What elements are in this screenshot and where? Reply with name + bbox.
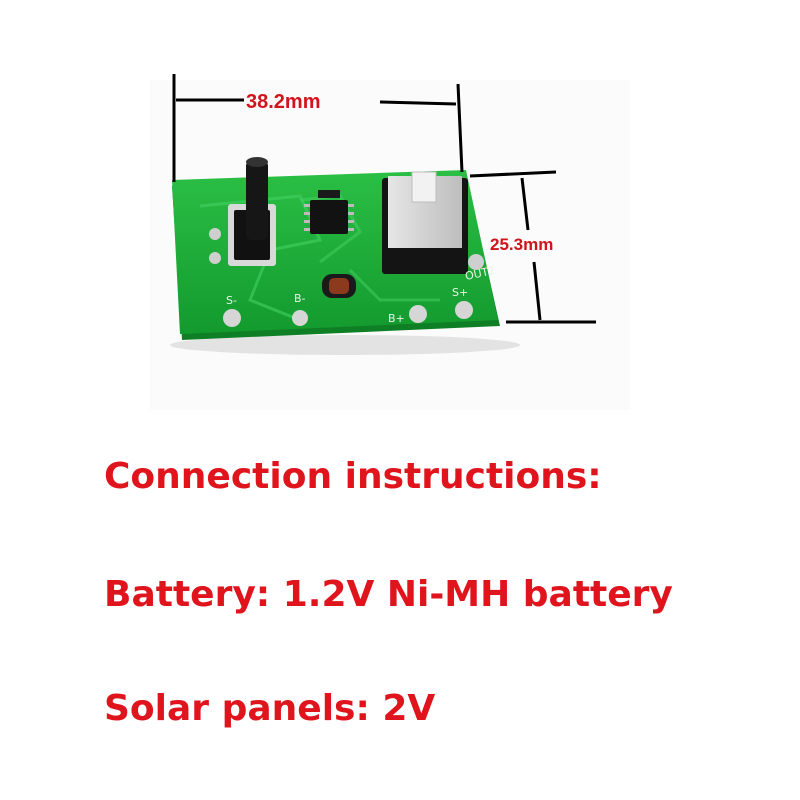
pad-s-minus (223, 309, 241, 327)
ic-chip (304, 190, 354, 234)
tactile-switch (228, 157, 276, 266)
product-photo: S- B- B+ S+ OUT2 38.2mm 25.3mm (170, 74, 596, 355)
push-switch (382, 171, 468, 274)
silk-s-minus: S- (226, 294, 237, 307)
height-dimension: 25.3mm (469, 170, 596, 324)
width-label: 38.2mm (246, 91, 321, 113)
pad-b-plus (409, 305, 427, 323)
pad-s-plus (455, 301, 473, 319)
pad-b-minus (292, 310, 308, 326)
battery-spec: Battery: 1.2V Ni-MH battery (104, 574, 673, 615)
inductor (322, 274, 356, 298)
solar-spec: Solar panels: 2V (104, 688, 436, 729)
silk-b-minus: B- (294, 292, 306, 305)
silk-b-plus: B+ (388, 312, 405, 325)
silk-out2: OUT2 (464, 264, 496, 283)
instructions-heading: Connection instructions: (104, 456, 602, 497)
height-label: 25.3mm (490, 235, 553, 254)
width-dimension: 38.2mm (172, 74, 464, 182)
silk-s-plus: S+ (452, 286, 468, 299)
